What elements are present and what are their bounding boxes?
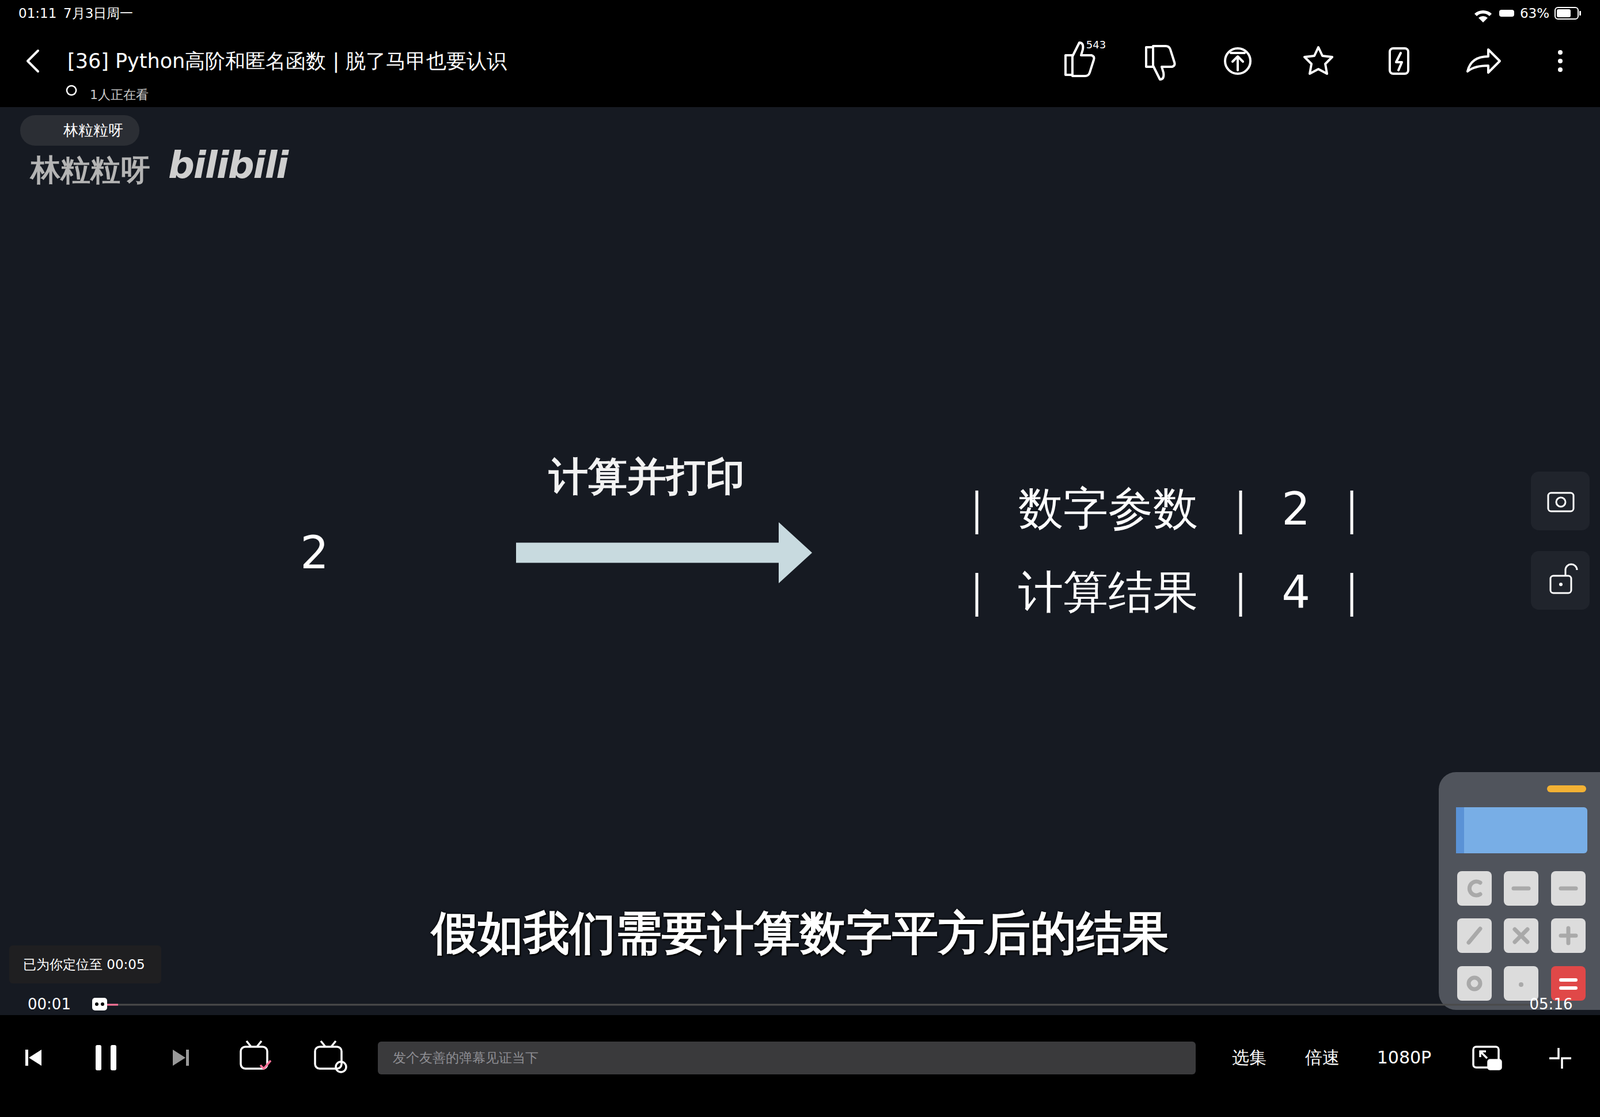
flow-arrow [516, 522, 813, 584]
node-text: 林粒粒呀 [63, 120, 124, 141]
watermark-name: 林粒粒呀 [30, 153, 151, 188]
dislike-icon [1146, 46, 1175, 80]
watermark-logo: bilibili [168, 144, 288, 188]
duration: 05:16 [1529, 996, 1573, 1014]
status-date: 7月3日周一 [63, 5, 134, 21]
coin-icon [1225, 48, 1251, 74]
viewer-count: 1人正在看 [89, 87, 149, 102]
charge-icon [1389, 48, 1409, 74]
top-bar [0, 0, 1600, 108]
back-icon [27, 50, 39, 72]
video-frame [0, 107, 1600, 1016]
uploader-chip: 林粒粒呀 [20, 115, 140, 146]
input-value: 2 [112, 518, 517, 588]
quality-button: 1080P [1377, 1048, 1432, 1069]
arrow-shaft [516, 543, 779, 564]
arrow-label: 计算并打印 [548, 454, 745, 500]
video-title: [36] Python高阶和匿名函数 | 脱了马甲也要认识 [67, 49, 507, 73]
coin-mark [1230, 52, 1245, 71]
wifi-icon [1474, 10, 1492, 23]
favorite-icon [1304, 47, 1333, 74]
subtitle: 假如我们需要计算数字平方后的结果 [431, 907, 1169, 961]
current-time: 00:01 [27, 996, 71, 1014]
table-cell: 4 [1281, 566, 1311, 619]
node-text: 发个友善的弹幕见证当下 [392, 1049, 539, 1068]
side-buttons [1530, 471, 1590, 610]
episodes-button: 选集 [1231, 1048, 1267, 1069]
node-text: 2 [300, 526, 329, 579]
arrow-head [778, 522, 813, 584]
node-text: 已为你定位至 00:05 [23, 956, 146, 974]
result-table: 数字参数 2 计算结果 4 [812, 472, 1371, 628]
seek-toast: 已为你定位至 00:05 [9, 945, 162, 984]
speed-button: 倍速 [1305, 1048, 1340, 1069]
table-cell: 2 [1281, 483, 1311, 536]
table-cell: 数字参数 [1018, 479, 1198, 540]
progress-bar [92, 998, 1531, 1011]
more-icon [1557, 50, 1563, 72]
like-count: 543 [1086, 39, 1106, 52]
car-icon [1499, 9, 1515, 17]
battery-level [1556, 9, 1571, 18]
toolbar-icons [27, 42, 1500, 96]
charge-bolt [1396, 52, 1402, 71]
danmaku-input: 发个友善的弹幕见证当下 [377, 1041, 1196, 1075]
table-cell: 计算结果 [1018, 562, 1198, 624]
battery-percent: 63% [1519, 5, 1550, 21]
battery-tip [1579, 10, 1581, 16]
control-bar [0, 1015, 1600, 1117]
battery-icon [1555, 7, 1579, 20]
player-controls [25, 1045, 189, 1071]
calculator-illustration [1438, 772, 1600, 1011]
viewer-icon [66, 85, 77, 96]
share-icon [1467, 49, 1500, 73]
status-time: 01:11 [18, 5, 57, 21]
